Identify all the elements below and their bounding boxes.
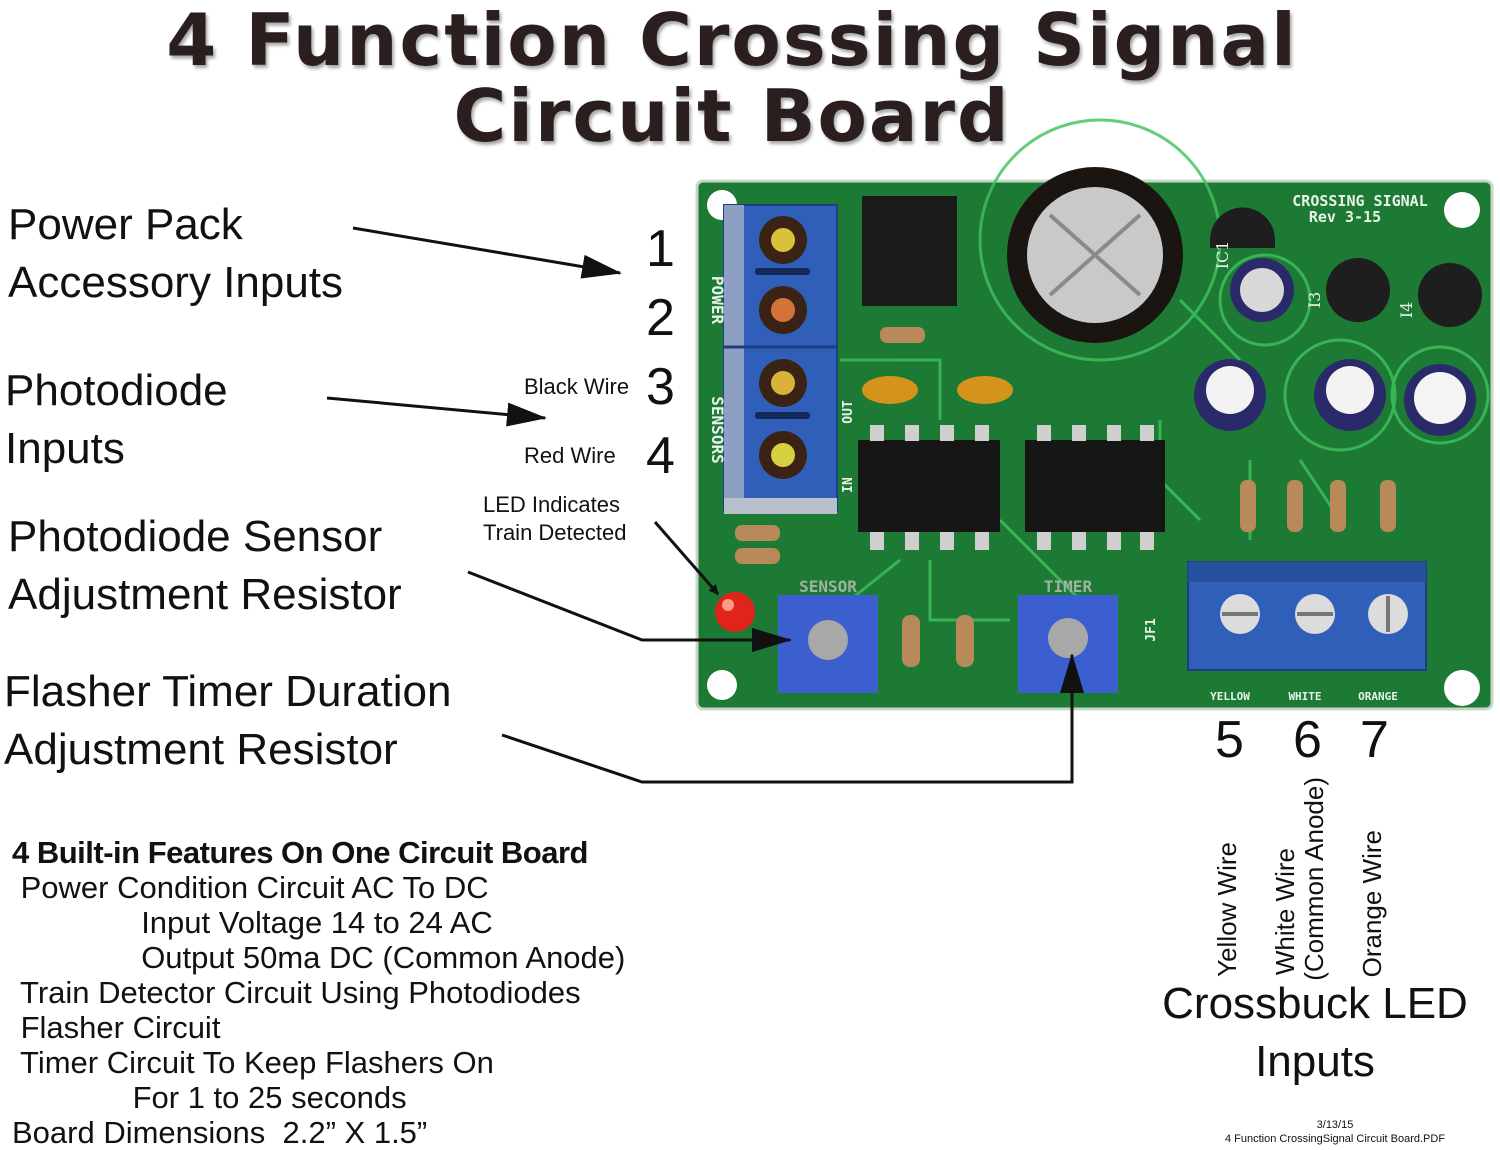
arrow-led	[653, 521, 720, 595]
title-line-1: 4 Function Crossing Signal	[166, 0, 1298, 82]
common-anode-label: (Common Anode)	[1299, 777, 1329, 981]
footer-filename: 4 Function CrossingSignal Circuit Board.…	[1224, 1133, 1446, 1145]
silk-in: IN	[841, 477, 856, 493]
terminal-number-5: 5	[1215, 711, 1244, 769]
silk-i3: I3	[1305, 292, 1324, 309]
crossbuck-inputs-label: Crossbuck LED Inputs	[1130, 975, 1500, 1091]
silk-timer: TIMER	[1044, 577, 1093, 596]
crossbuck-line1: Crossbuck LED	[1162, 979, 1468, 1028]
timer-adjust-line2: Adjustment Resistor	[4, 725, 398, 774]
resistor	[735, 327, 1396, 667]
title-line-2: Circuit Board	[453, 74, 1011, 158]
red-wire-label: Red Wire	[524, 443, 616, 468]
sensor-adjust-line2: Adjustment Resistor	[8, 570, 402, 619]
ceramic-capacitor	[862, 376, 918, 404]
white-wire-label: White Wire	[1270, 848, 1300, 976]
voltage-regulator	[1210, 207, 1275, 248]
black-wire-label: Black Wire	[524, 374, 630, 399]
silk-sensor: SENSOR	[799, 577, 857, 596]
mount-hole	[707, 670, 737, 700]
crossbuck-line2: Inputs	[1255, 1037, 1375, 1086]
feature-line: Board Dimensions 2.2” X 1.5”	[12, 1115, 428, 1150]
terminal-number-6: 6	[1293, 711, 1322, 769]
silk-i4: I4	[1397, 302, 1416, 319]
mount-hole	[1444, 670, 1480, 706]
circuit-board	[695, 118, 1494, 711]
feature-line: Flasher Circuit	[12, 1010, 221, 1045]
transistor-i3	[1326, 258, 1390, 322]
photodiode-line2: Inputs	[5, 424, 125, 473]
sensor-adjust-line1: Photodiode Sensor	[8, 512, 383, 561]
arrow-photodiode	[326, 396, 547, 427]
silk-out: OUT	[841, 400, 856, 424]
led-label-line2: Train Detected	[483, 520, 627, 545]
silk-ic1: IC1	[1213, 241, 1232, 270]
silk-sensors: SENSORS	[708, 396, 727, 463]
feature-line: Timer Circuit To Keep Flashers On	[12, 1045, 494, 1080]
features-heading: 4 Built-in Features On One Circuit Board	[12, 835, 588, 870]
timer-adjust-line1: Flasher Timer Duration	[4, 667, 452, 716]
terminal-number-2: 2	[646, 289, 675, 347]
sensor-adjust-label: Photodiode Sensor Adjustment Resistor	[8, 508, 402, 624]
sensor-trim-pot	[778, 595, 878, 693]
footer: 3/13/15 4 Function CrossingSignal Circui…	[1195, 1118, 1475, 1146]
timer-adjust-label: Flasher Timer Duration Adjustment Resist…	[4, 663, 451, 779]
indicator-led	[715, 592, 755, 632]
silk-power: POWER	[708, 276, 727, 325]
yellow-wire-label: Yellow Wire	[1212, 842, 1242, 977]
footer-date: 3/13/15	[1316, 1119, 1354, 1131]
power-pack-line1: Power Pack	[8, 200, 243, 249]
power-pack-label: Power Pack Accessory Inputs	[8, 196, 343, 312]
power-sensor-terminal-block	[723, 204, 838, 514]
terminal-number-7: 7	[1360, 711, 1389, 769]
silk-jf1: JF1	[1144, 618, 1159, 642]
silk-rev: Rev 3-15	[1309, 208, 1381, 226]
silk-title: CROSSING SIGNAL	[1292, 192, 1427, 210]
transistor-i4	[1418, 263, 1482, 327]
feature-line: Input Voltage 14 to 24 AC	[12, 905, 493, 940]
ic-chip	[1025, 440, 1165, 532]
feature-line: Power Condition Circuit AC To DC	[12, 870, 489, 905]
mount-hole	[1444, 192, 1480, 228]
silk-yellow: YELLOW	[1210, 690, 1250, 703]
arrow-power	[352, 226, 622, 279]
power-pack-line2: Accessory Inputs	[8, 258, 344, 307]
silk-white: WHITE	[1288, 690, 1321, 703]
features-list: 4 Built-in Features On One Circuit Board…	[12, 835, 625, 1150]
led-indicates-label: LED Indicates Train Detected	[483, 491, 626, 547]
bridge-rectifier	[862, 196, 957, 306]
terminal-number-4: 4	[646, 427, 675, 485]
timer-trim-pot	[1018, 595, 1118, 693]
orange-wire-label: Orange Wire	[1357, 830, 1387, 978]
led-label-line1: LED Indicates	[483, 492, 620, 517]
feature-line: Output 50ma DC (Common Anode)	[12, 940, 626, 975]
photodiode-line1: Photodiode	[5, 366, 228, 415]
terminal-number-1: 1	[646, 220, 675, 278]
arrow-timer-adj	[501, 653, 1084, 784]
ic-chip	[858, 440, 1000, 532]
feature-line: For 1 to 25 seconds	[12, 1080, 407, 1115]
photodiode-inputs-label: Photodiode Inputs	[5, 362, 228, 478]
crossbuck-terminal-block	[1187, 561, 1427, 671]
terminal-number-3: 3	[646, 358, 675, 416]
small-capacitor	[1194, 258, 1476, 436]
silk-orange: ORANGE	[1358, 690, 1398, 703]
main-capacitor	[1007, 167, 1183, 343]
ceramic-capacitor	[957, 376, 1013, 404]
feature-line: Train Detector Circuit Using Photodiodes	[12, 975, 581, 1010]
arrow-sensor-adj	[467, 570, 792, 652]
